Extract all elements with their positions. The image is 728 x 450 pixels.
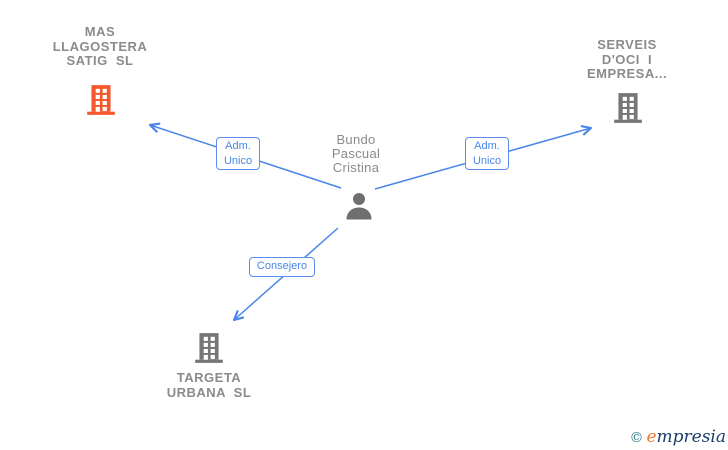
logo-text-first: e (646, 427, 657, 447)
company-name-line: TARGETA (176, 370, 242, 385)
copyright-icon: © (629, 430, 644, 446)
company-node-targeta-label[interactable]: TARGETA URBANA SL (139, 370, 279, 400)
person-node-label[interactable]: Bundo Pascual Cristina (286, 133, 426, 175)
logo-text-rest: mpresia (656, 427, 727, 447)
company-name-line: D'OCI I (601, 51, 653, 67)
person-name-line: Cristina (332, 160, 380, 175)
person-icon[interactable] (343, 191, 375, 223)
company-name-line: LLAGOSTERA (52, 38, 148, 54)
person-name-line: Pascual (331, 146, 381, 161)
edge-label-adm-unico-left[interactable]: Adm. Unico (216, 137, 260, 170)
building-icon-serveis[interactable] (611, 91, 645, 125)
edge-label-line: Unico (472, 154, 502, 167)
company-name-line: SERVEIS (597, 37, 657, 52)
company-name-line: SATIG SL (66, 53, 134, 68)
edge-label-consejero[interactable]: Consejero (249, 257, 315, 277)
company-node-mas-label[interactable]: MAS LLAGOSTERA SATIG SL (30, 24, 170, 69)
building-icon-targeta[interactable] (192, 331, 226, 365)
company-name-line: URBANA SL (166, 384, 252, 400)
edge-label-line: Adm. (474, 140, 500, 152)
edge-label-adm-unico-right[interactable]: Adm. Unico (465, 137, 509, 170)
person-name-line: Bundo (336, 132, 376, 147)
edge-label-line: Unico (223, 154, 253, 167)
building-icon-mas[interactable] (84, 83, 118, 117)
company-node-serveis-label[interactable]: SERVEIS D'OCI I EMPRESA... (557, 37, 697, 82)
empresia-logo[interactable]: ©empresia (629, 427, 726, 447)
company-name-line: MAS (84, 24, 116, 39)
company-name-line: EMPRESA... (586, 66, 668, 81)
edge-label-line: Adm. (225, 140, 251, 152)
